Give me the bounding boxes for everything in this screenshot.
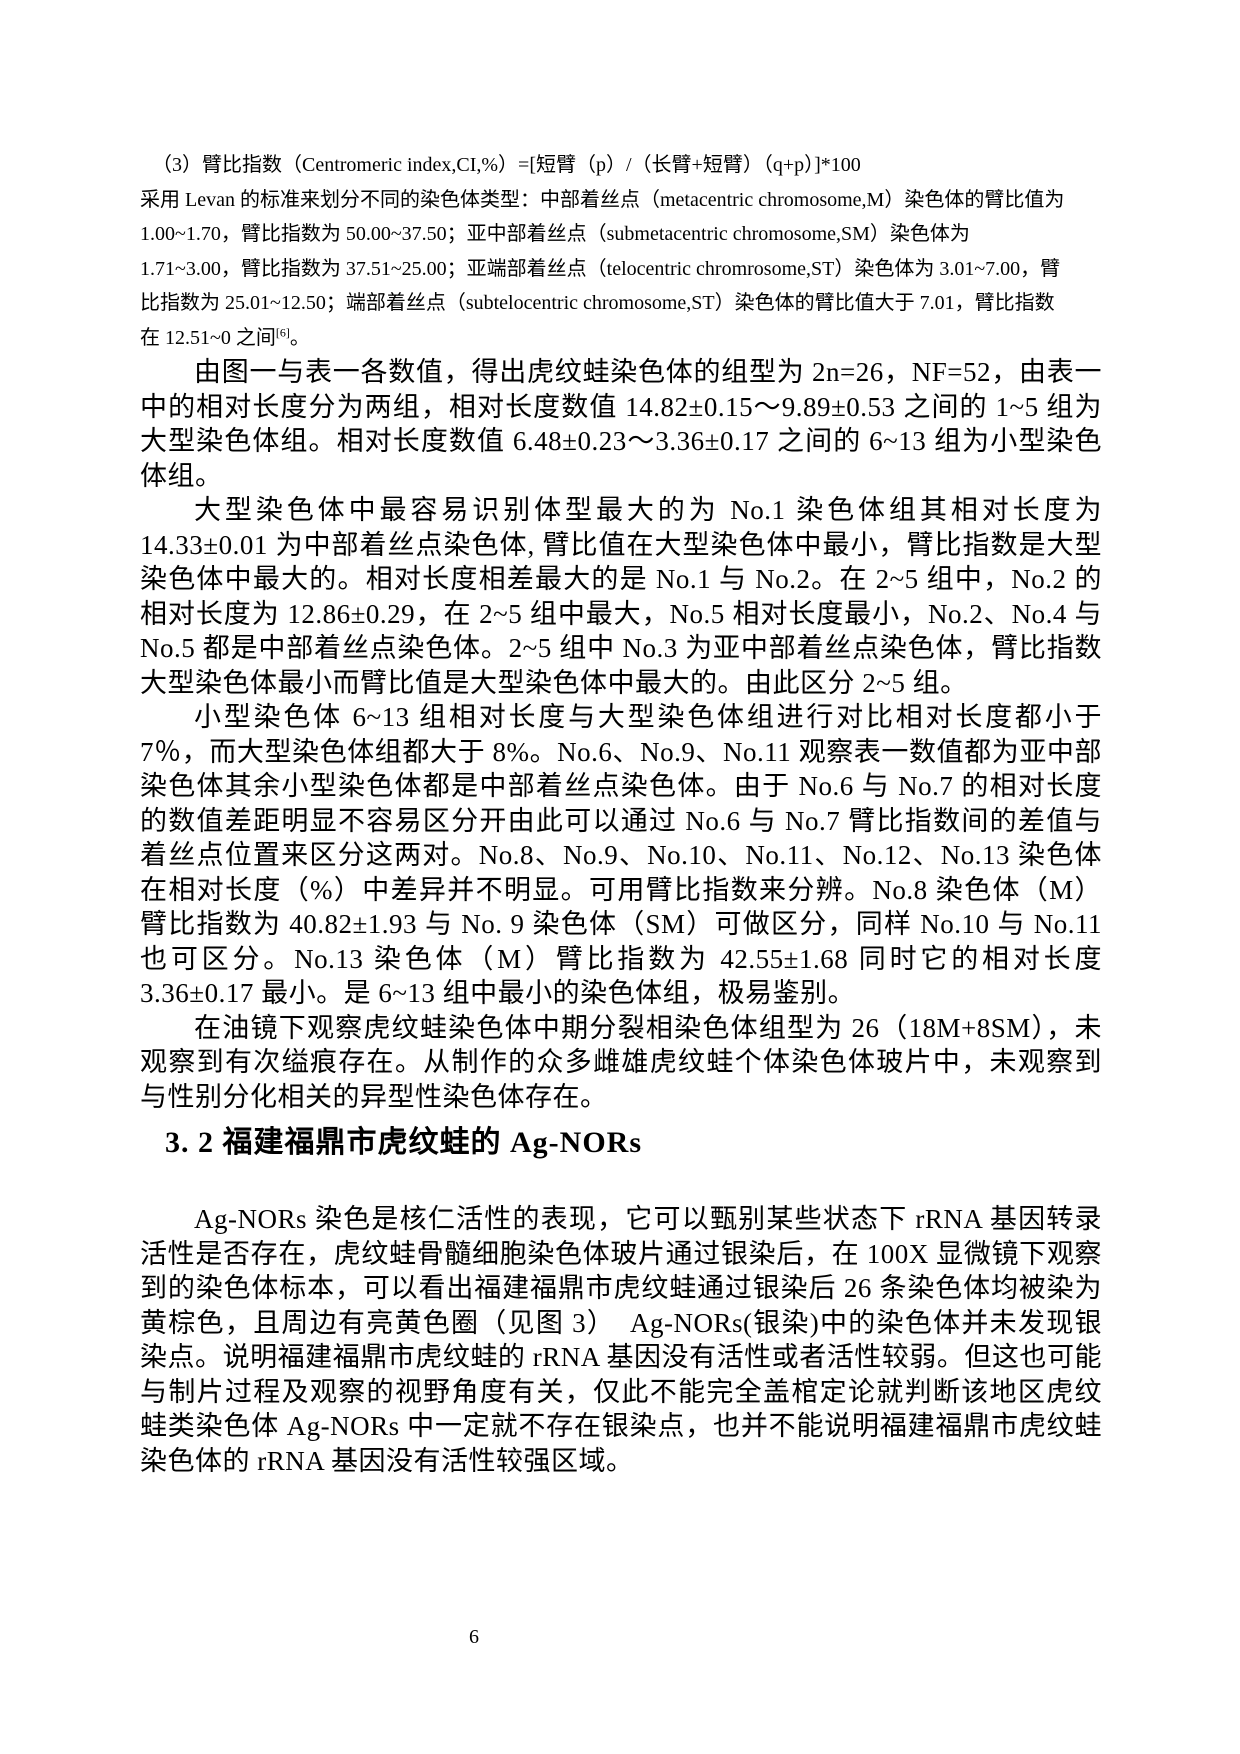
citation-reference-6: [6] [275, 324, 290, 339]
note-final-period: 。 [289, 326, 310, 349]
note-line-final-range: 在 12.51~0 之间[6]。 [140, 321, 1102, 356]
paragraph-ag-nors-staining: Ag-NORs 染色是核仁活性的表现，它可以甄别某些状态下 rRNA 基因转录活… [140, 1204, 1102, 1476]
paragraph-small-chromosomes: 小型染色体 6~13 组相对长度与大型染色体组进行对比相对长度都小于 7％，而大… [140, 702, 1102, 1008]
karyotype-results-section: 由图一与表一各数值，得出虎纹蛙染色体的组型为 2n=26，NF=52，由表一中的… [140, 355, 1102, 1114]
note-line-submetacentric-range: 1.71~3.00，臂比指数为 37.51~25.00；亚端部着丝点（teloc… [140, 257, 1061, 280]
paragraph-karyotype-groups: 由图一与表一各数值，得出虎纹蛙染色体的组型为 2n=26，NF=52，由表一中的… [140, 357, 1102, 491]
methods-note-block: （3）臂比指数（Centromeric index,CI,%）=[短臂（p）/（… [140, 148, 1102, 355]
note-final-text: 在 12.51~0 之间 [140, 326, 276, 349]
note-line-centromeric-index-formula: （3）臂比指数（Centromeric index,CI,%）=[短臂（p）/（… [152, 154, 861, 176]
ag-nors-section: Ag-NORs 染色是核仁活性的表现，它可以甄别某些状态下 rRNA 基因转录活… [140, 1202, 1102, 1478]
section-heading-ag-nors: 3. 2 福建福鼎市虎纹蛙的 Ag-NORs [165, 1126, 642, 1159]
note-line-subtelocentric-range: 比指数为 25.01~12.50；端部着丝点（subtelocentric ch… [140, 292, 1055, 314]
paragraph-oil-lens-observation: 在油镜下观察虎纹蛙染色体中期分裂相染色体组型为 26（18M+8SM），未观察到… [140, 1012, 1102, 1112]
note-line-levan-standard: 采用 Levan 的标准来划分不同的染色体类型：中部着丝点（metacentri… [140, 188, 1065, 211]
text-block: （3）臂比指数（Centromeric index,CI,%）=[短臂（p）/（… [140, 148, 1102, 1478]
note-line-metacentric-range: 1.00~1.70，臂比指数为 50.00~37.50；亚中部着丝点（subme… [140, 223, 970, 245]
page-number: 6 [469, 1626, 479, 1648]
paragraph-large-chromosomes: 大型染色体中最容易识别体型最大的为 No.1 染色体组其相对长度为 14.33±… [140, 495, 1102, 698]
